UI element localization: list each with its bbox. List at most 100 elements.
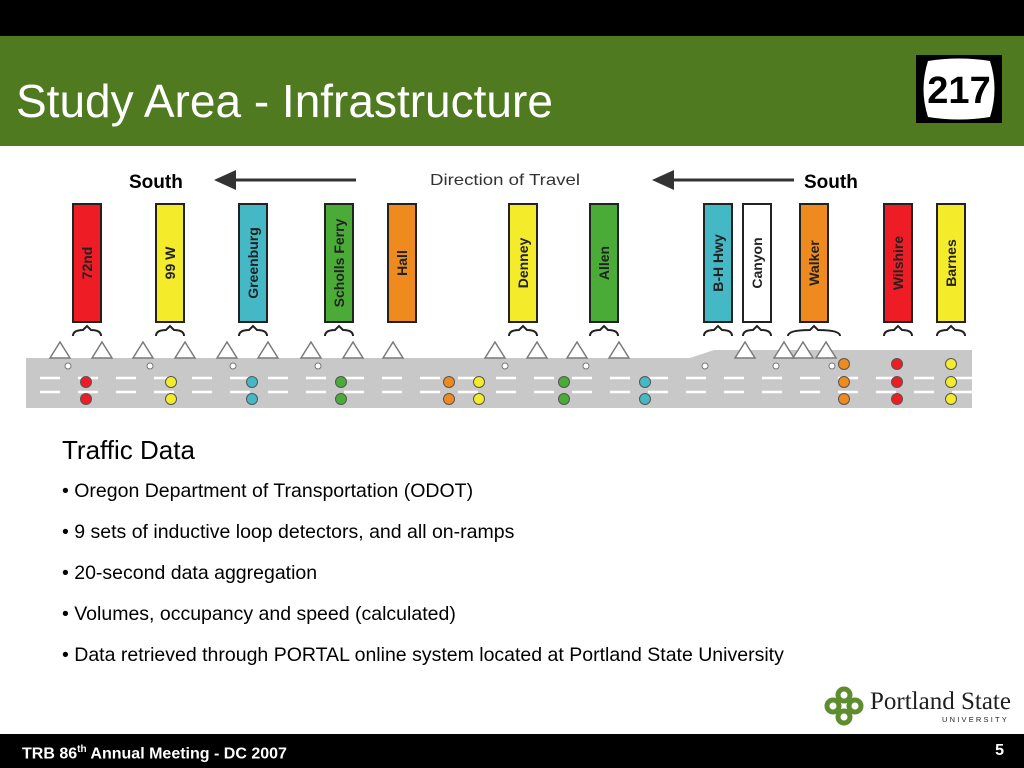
left-arrow-icon	[214, 170, 356, 190]
detector-dot	[639, 376, 651, 388]
south-label-right: South	[804, 172, 858, 193]
footer-meeting-text: TRB 86th Annual Meeting - DC 2007	[22, 744, 287, 763]
traffic-bullet: • 9 sets of inductive loop detectors, an…	[62, 521, 515, 544]
direction-of-travel-label: Direction of Travel	[430, 172, 580, 189]
station-label: B-H Hwy	[710, 234, 726, 292]
station-sign-box	[742, 203, 772, 323]
station-label: Allen	[596, 246, 612, 280]
traffic-data-heading: Traffic Data	[62, 435, 195, 465]
ramp	[772, 340, 796, 359]
ramp-detector-dot	[229, 362, 237, 370]
ramp	[48, 340, 72, 359]
station-label: Walker	[806, 240, 822, 286]
detector-dot	[165, 376, 177, 388]
station-sign: 72nd	[72, 203, 102, 323]
station-sign-box	[238, 203, 268, 323]
station-label: Canyon	[749, 237, 765, 288]
detector-dot	[335, 393, 347, 405]
south-label-left: South	[129, 172, 183, 193]
detector-dot	[80, 393, 92, 405]
station-sign: Denney	[508, 203, 538, 323]
station-brace	[936, 324, 966, 337]
station-label: Scholls Ferry	[331, 218, 347, 307]
psu-leaf-icon	[824, 686, 864, 726]
ramps	[48, 340, 838, 359]
logo-subtitle: UNIVERSITY	[942, 715, 1010, 724]
detector-dot	[838, 376, 850, 388]
ramp	[814, 340, 838, 359]
station-brace	[787, 324, 841, 337]
station-sign: 99 W	[155, 203, 185, 323]
detector-dot	[838, 393, 850, 405]
station-braces	[72, 324, 966, 337]
logo-name: Portland State	[870, 688, 1011, 715]
ramp-detector-dot	[701, 362, 709, 370]
lane-markings	[40, 376, 972, 394]
detector-dot	[891, 393, 903, 405]
station-sign: B-H Hwy	[703, 203, 733, 323]
station-brace	[742, 324, 772, 337]
ramp-detector-dot	[501, 362, 509, 370]
ramp	[565, 340, 589, 359]
infrastructure-diagram: 72nd 99 W Greenburg Scholls Ferry Hall Denney…	[0, 146, 1024, 426]
page-number: 5	[995, 742, 1004, 759]
ramp	[131, 340, 155, 359]
detector-dot	[335, 376, 347, 388]
station-brace	[883, 324, 913, 337]
station-brace	[703, 324, 733, 337]
detector-dot	[80, 376, 92, 388]
station-sign: Greenburg	[238, 203, 268, 323]
ramp	[299, 340, 323, 359]
station-sign: Hall	[387, 203, 417, 323]
ramp	[90, 340, 114, 359]
station-sign-box	[883, 203, 913, 323]
traffic-bullet: • Volumes, occupancy and speed (calculat…	[62, 602, 456, 625]
station-sign-box	[72, 203, 102, 323]
station-sign: Canyon	[742, 203, 772, 323]
freeway-road	[26, 358, 972, 408]
footer-bar: TRB 86th Annual Meeting - DC 2007 5	[0, 734, 1024, 768]
ramp	[173, 340, 197, 359]
detector-dot	[558, 393, 570, 405]
station-sign-box	[589, 203, 619, 323]
traffic-bullet: • Oregon Department of Transportation (O…	[62, 480, 474, 503]
detector-dot	[945, 358, 957, 370]
ramp	[791, 340, 815, 359]
station-sign-box	[703, 203, 733, 323]
detector-dot	[639, 393, 651, 405]
traffic-bullet: • Data retrieved through PORTAL online s…	[62, 643, 784, 666]
ramp	[525, 340, 549, 359]
ramp	[215, 340, 239, 359]
station-label: Greenburg	[245, 227, 261, 299]
traffic-data-list: • Oregon Department of Transportation (O…	[62, 480, 962, 667]
station-sign: Walker	[799, 203, 829, 323]
footer-superscript: th	[77, 744, 87, 755]
ramp-detector-dot	[146, 362, 154, 370]
ramp	[256, 340, 280, 359]
ramp	[607, 340, 631, 359]
station-label: 99 W	[162, 246, 178, 279]
station-label: Barnes	[943, 239, 959, 287]
station-sign-box	[324, 203, 354, 323]
ramp	[341, 340, 365, 359]
right-arrow-icon	[652, 170, 794, 190]
station-sign: Wilshire	[883, 203, 913, 323]
ramp-detector-dot	[582, 362, 590, 370]
station-brace	[238, 324, 268, 337]
ramp-detector-dot	[314, 362, 322, 370]
traffic-data-section: Traffic Data • Oregon Department of Tran…	[62, 435, 962, 685]
station-sign: Scholls Ferry	[324, 203, 354, 323]
station-sign-box	[387, 203, 417, 323]
detector-dot	[473, 376, 485, 388]
detector-dot	[891, 358, 903, 370]
station-label: 72nd	[79, 247, 95, 280]
portland-state-logo: Portland State UNIVERSITY	[824, 686, 1014, 726]
ramp-detector-dot	[64, 362, 72, 370]
station-label: Wilshire	[890, 236, 906, 291]
shield-number: 217	[927, 70, 990, 112]
ramp-detector-dot	[772, 362, 780, 370]
station-label: Denney	[515, 238, 531, 289]
station-brace	[508, 324, 538, 337]
detector-dot	[945, 393, 957, 405]
detector-dot	[246, 376, 258, 388]
